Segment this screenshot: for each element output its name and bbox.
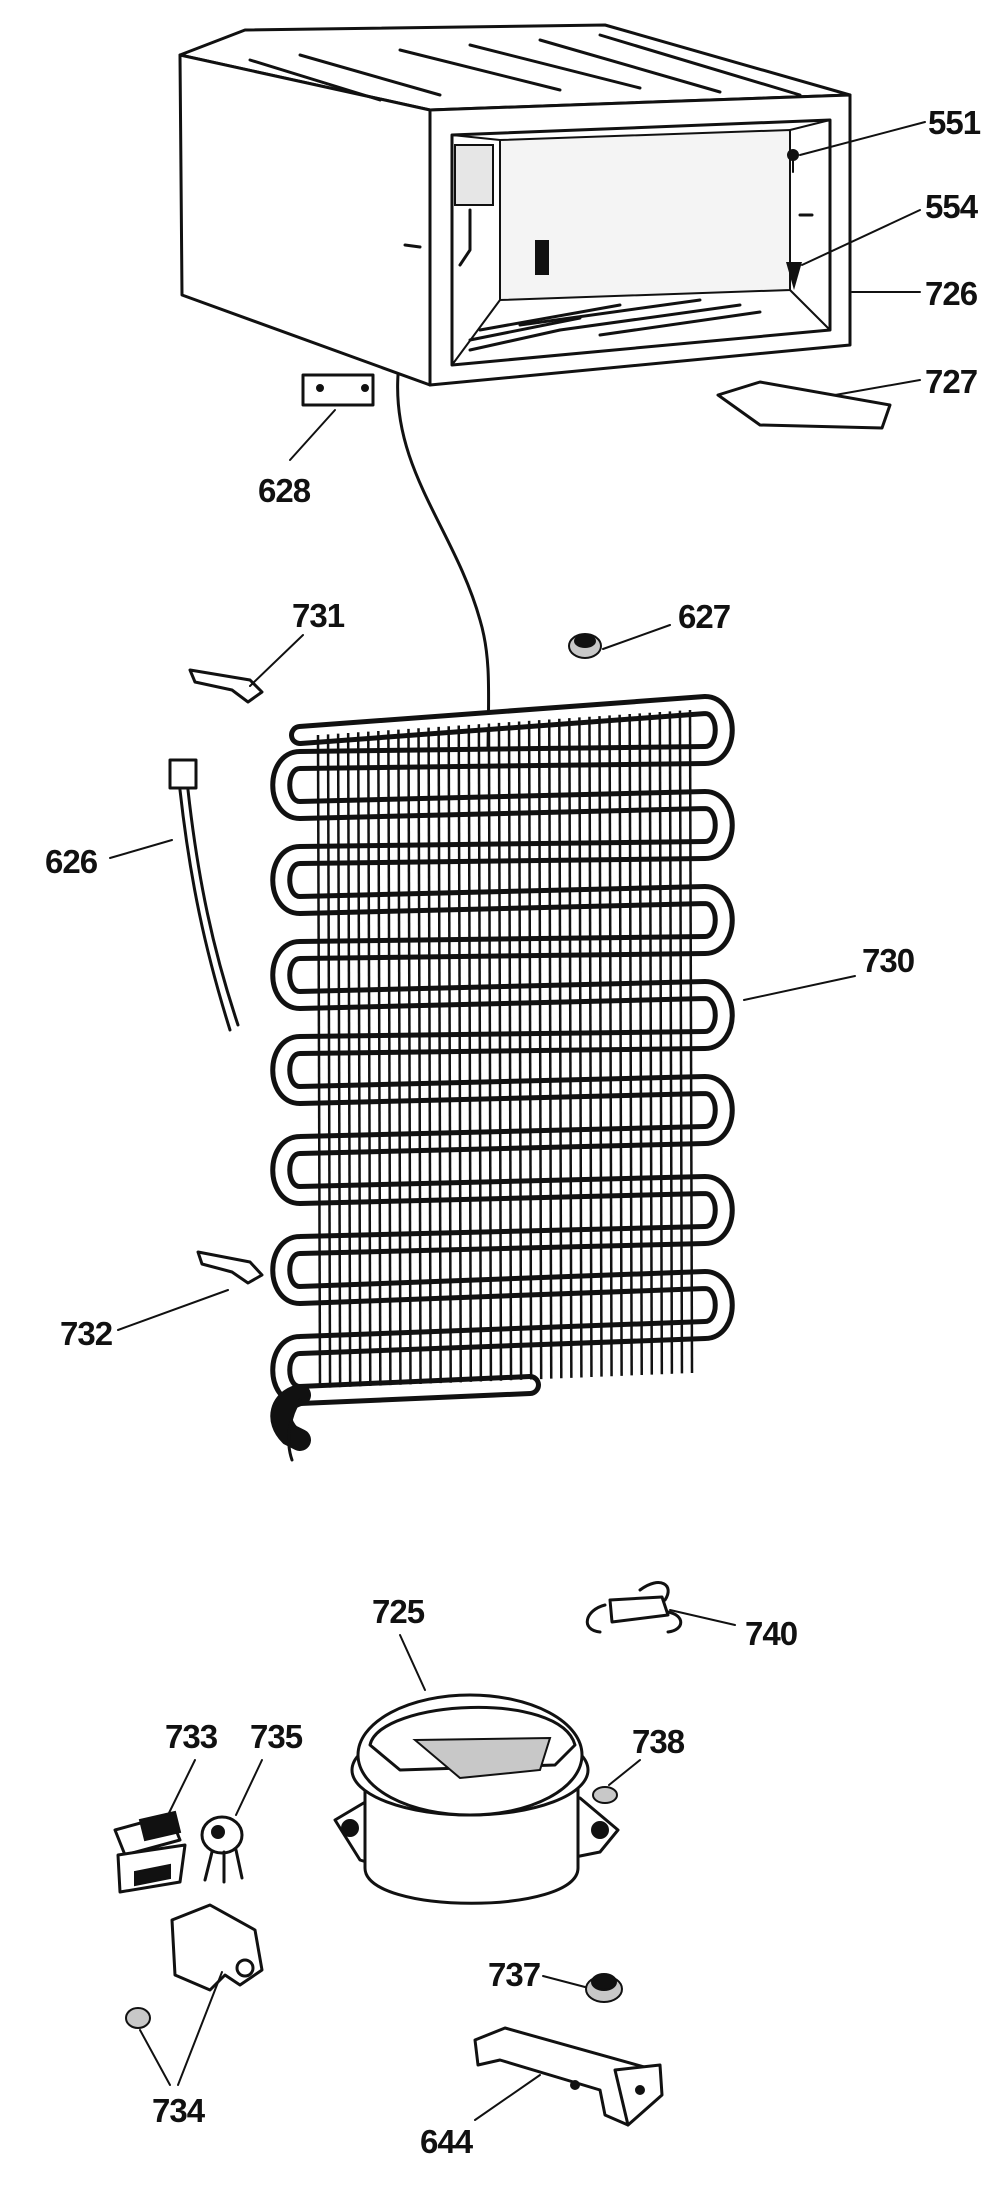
coil-wire	[608, 715, 613, 1377]
part-628-clip	[301, 373, 375, 407]
coil-wire	[326, 734, 332, 1388]
coil-wire	[387, 730, 392, 1386]
part-738-washer	[592, 1786, 618, 1804]
coil-wire	[457, 725, 463, 1383]
cabinet-top-ribs	[248, 33, 802, 102]
part-732-bracket	[196, 1250, 264, 1285]
callout-731: 731	[292, 597, 345, 634]
coil-wire	[467, 724, 473, 1382]
part-740-clip	[586, 1581, 683, 1634]
coil-wire	[336, 733, 342, 1388]
compressor	[333, 1693, 620, 1905]
capillary-tube	[396, 373, 491, 762]
callout-644: 644	[420, 2123, 474, 2160]
leader-lines	[109, 121, 926, 2121]
cabinet-floor-slots	[468, 298, 762, 352]
coil-wire	[397, 729, 402, 1385]
callout-740: 740	[745, 1615, 797, 1652]
callout-738: 738	[632, 1723, 685, 1760]
coil-wire	[346, 732, 352, 1387]
coil-wire	[628, 714, 633, 1376]
coil-wire	[407, 728, 412, 1385]
coil-wire	[688, 709, 694, 1374]
coil-wire	[558, 718, 563, 1379]
callout-labels: 551 554 726 727 628 731 627 626 730 732 …	[45, 104, 982, 2160]
callout-628: 628	[258, 472, 311, 509]
coil-wire	[618, 714, 623, 1376]
coil-wire	[487, 723, 493, 1382]
callout-734: 734	[152, 2092, 206, 2129]
coil-wire	[497, 722, 503, 1381]
callout-727: 727	[925, 363, 977, 400]
coil-wire	[507, 722, 513, 1381]
inner-bracket	[535, 240, 549, 275]
coil-wire	[477, 724, 483, 1382]
coil-wire	[568, 718, 573, 1378]
coil-wire	[377, 730, 382, 1386]
coil-wire	[578, 717, 583, 1378]
condenser-coil	[270, 693, 735, 1462]
coil-wire	[668, 711, 674, 1374]
callout-735: 735	[250, 1718, 303, 1755]
coil-wire	[537, 720, 543, 1380]
part-735-overload	[200, 1815, 244, 1884]
cabinet-assembly	[178, 23, 852, 387]
coil-wire	[638, 713, 643, 1376]
part-727-trim	[716, 380, 892, 430]
part-733-relay	[113, 1810, 187, 1894]
part-627-grommet	[568, 633, 602, 659]
callout-725: 725	[372, 1593, 425, 1630]
coil-wire	[648, 712, 654, 1375]
callout-554: 554	[925, 188, 979, 225]
callout-733: 733	[165, 1718, 218, 1755]
part-737-grommet	[585, 1973, 623, 2003]
part-734-cover	[125, 1903, 264, 2029]
coil-wire	[598, 716, 603, 1377]
screw-551	[787, 149, 799, 173]
callout-551: 551	[928, 104, 981, 141]
coil-wire	[678, 710, 684, 1374]
coil-wire-grid	[316, 709, 694, 1389]
callout-732: 732	[60, 1315, 113, 1352]
coil-wire	[316, 734, 322, 1389]
coil-wire	[427, 727, 432, 1384]
callout-730: 730	[862, 942, 914, 979]
vent-grille	[454, 144, 494, 206]
screw-554	[786, 262, 802, 290]
coil-wire	[517, 721, 523, 1380]
callout-737: 737	[488, 1956, 540, 1993]
coil-wire	[356, 732, 362, 1387]
coil-wire	[527, 720, 533, 1380]
coil-wire	[588, 716, 593, 1378]
callout-627: 627	[678, 598, 730, 635]
coil-wire	[547, 719, 553, 1379]
coil-wire	[658, 712, 664, 1375]
part-644-bracket	[473, 2026, 664, 2127]
part-626-cord	[168, 758, 240, 1032]
part-731-bracket	[188, 668, 264, 704]
callout-726: 726	[925, 275, 978, 312]
coil-wire	[437, 726, 442, 1384]
callout-626: 626	[45, 843, 98, 880]
coil-wire	[447, 726, 452, 1383]
coil-wire	[367, 731, 372, 1386]
coil-wire	[417, 728, 422, 1384]
